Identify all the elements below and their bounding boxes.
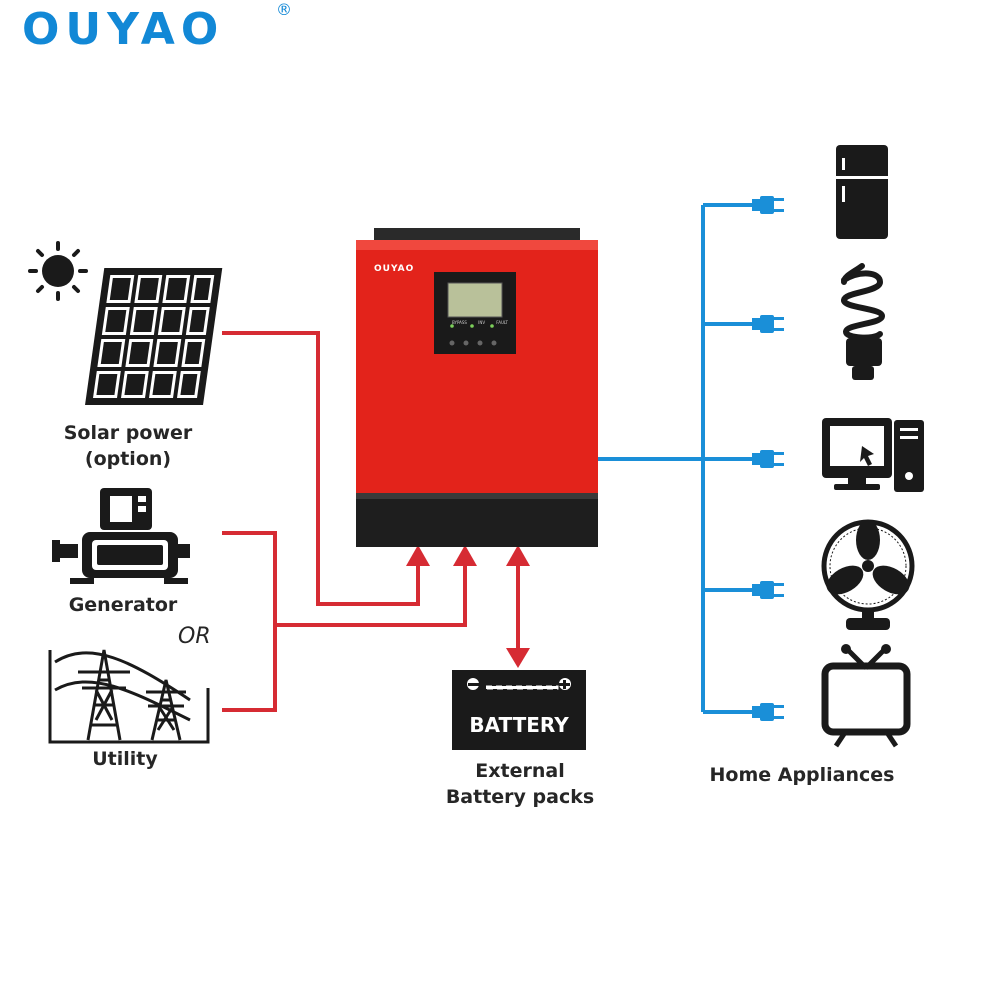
solar-wire: [222, 331, 420, 606]
utility-label: Utility: [92, 748, 158, 770]
sun-icon: [28, 241, 88, 301]
battery-arrow-down: [506, 648, 530, 668]
output-wires: [598, 203, 752, 714]
battery-caption-line1: External: [475, 760, 565, 782]
registered-mark: ®: [276, 0, 292, 19]
computer-icon: [822, 418, 924, 492]
battery-box-label: BATTERY: [469, 713, 569, 737]
utility-icon: [48, 649, 210, 744]
plug-icon: [752, 581, 784, 599]
home-appliances-label: Home Appliances: [709, 764, 895, 786]
fan-icon: [821, 519, 915, 630]
plug-icon: [752, 196, 784, 214]
solar-label: Solar power (option): [58, 420, 198, 472]
plug-icon: [752, 315, 784, 333]
solar-panel-icon: [85, 268, 223, 405]
fault-led-label: FAULT: [496, 320, 508, 325]
solar-arrow: [406, 545, 430, 566]
solar-label-line1: Solar power: [63, 422, 193, 444]
battery-icon: [452, 670, 586, 750]
generator-wire: [222, 531, 277, 712]
or-label: OR: [178, 624, 211, 649]
inverter-panel-labels: BYPASS INV FAULT: [452, 320, 508, 326]
plug-icon: [752, 450, 784, 468]
ac-input-arrow: [453, 545, 477, 566]
plug-icon: [752, 703, 784, 721]
ac-input-wire: [275, 560, 467, 627]
refrigerator-icon: [836, 145, 888, 239]
bypass-led-label: BYPASS: [452, 320, 467, 325]
generator-icon: [52, 488, 190, 584]
input-wires: [222, 331, 467, 712]
plug-icons: [752, 196, 784, 721]
inverter-brand: OUYAO: [374, 264, 415, 274]
tv-icon: [821, 644, 911, 748]
battery-caption-line2: Battery packs: [445, 786, 595, 808]
battery-caption: External Battery packs: [430, 758, 610, 810]
inv-led-label: INV: [478, 320, 486, 325]
cfl-bulb-icon: [841, 263, 886, 380]
battery-arrow-up: [506, 545, 530, 566]
solar-label-line2: (option): [84, 448, 172, 470]
brand-logo: OUYAO: [22, 4, 225, 55]
generator-label: Generator: [68, 594, 178, 616]
inverter-unit: [356, 228, 598, 547]
lcd-screen: [447, 282, 503, 318]
